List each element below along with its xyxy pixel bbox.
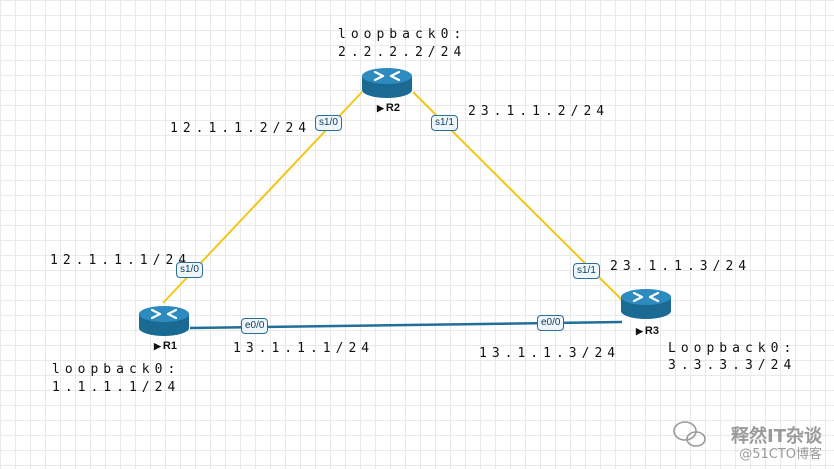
r1-e00-ip: 13.1.1.1/24: [233, 341, 375, 356]
port-r2-s11[interactable]: s1/1: [431, 115, 458, 131]
port-r1-s10[interactable]: s1/0: [176, 262, 203, 278]
port-r2-s10[interactable]: s1/0: [315, 115, 342, 131]
watermark-source: @51CTO博客: [739, 447, 822, 462]
router-r3-name: ▶R3: [636, 325, 659, 337]
r1-s10-ip: 12.1.1.1/24: [50, 253, 192, 268]
port-r3-e00[interactable]: e0/0: [537, 315, 565, 331]
router-r1-name: ▶R1: [154, 340, 177, 352]
router-r2-name: ▶R2: [377, 102, 400, 114]
r3-e00-ip: 13.1.1.3/24: [479, 346, 621, 361]
play-icon: ▶: [636, 326, 643, 336]
port-r1-e00[interactable]: e0/0: [241, 318, 269, 334]
watermark-title: 释然IT杂谈: [731, 426, 822, 447]
r3-loopback-label: Loopback0:: [668, 341, 797, 356]
r2-s11-ip: 23.1.1.2/24: [468, 104, 610, 119]
r2-s10-ip: 12.1.1.2/24: [170, 121, 312, 136]
router-r1-icon[interactable]: [139, 306, 189, 336]
r1-loopback-label: loopback0:: [52, 362, 181, 377]
wechat-icon: [673, 421, 706, 447]
port-r3-s11[interactable]: s1/1: [573, 263, 600, 279]
router-r3-icon[interactable]: [621, 289, 671, 319]
r2-loopback-label: loopback0:: [338, 27, 467, 42]
router-r2-icon[interactable]: [362, 68, 412, 98]
r3-s11-ip: 23.1.1.3/24: [610, 259, 752, 274]
r2-loopback-ip: 2.2.2.2/24: [338, 45, 467, 60]
r3-loopback-ip: 3.3.3.3/24: [668, 358, 797, 373]
play-icon: ▶: [377, 103, 384, 113]
play-icon: ▶: [154, 341, 161, 351]
r1-loopback-ip: 1.1.1.1/24: [52, 380, 181, 395]
